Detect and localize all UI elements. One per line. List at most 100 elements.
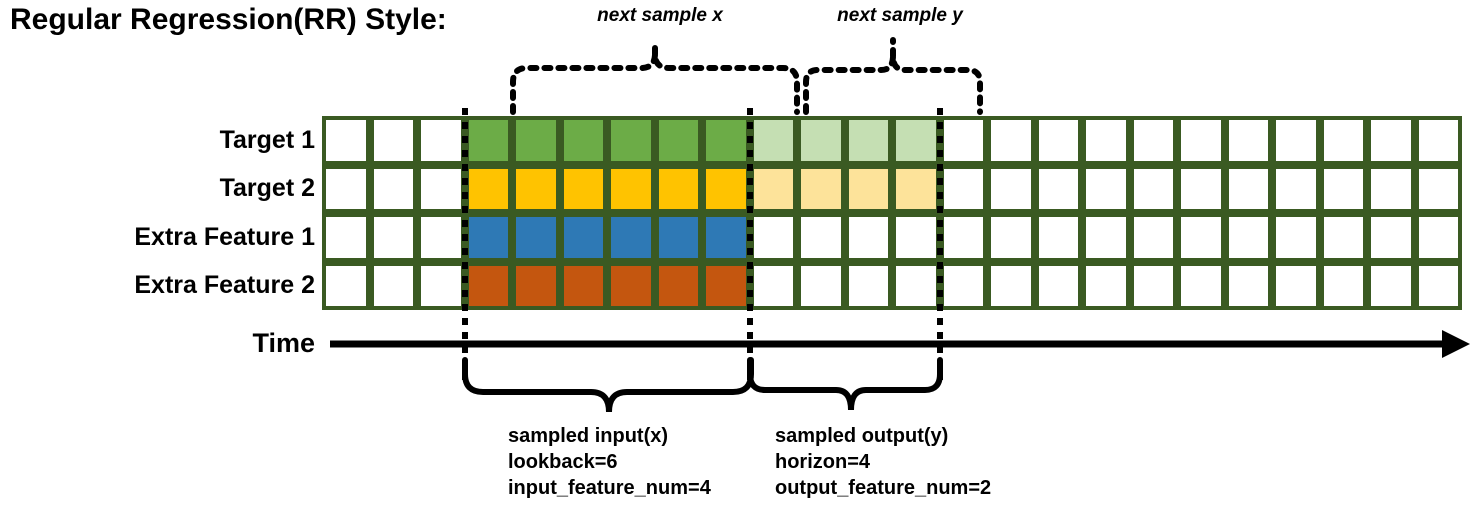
grid-cell-output (848, 120, 888, 161)
grid-cell-empty (1181, 120, 1221, 161)
grid-cell-input (516, 217, 556, 258)
grid-cell-input (516, 168, 556, 209)
grid-cell-empty (991, 120, 1031, 161)
sampled-input-title: sampled input(x) (508, 425, 669, 447)
sampled-output-feature-num: output_feature_num=2 (775, 477, 992, 499)
grid-cell-input (563, 217, 603, 258)
grid-cell-empty (373, 265, 413, 306)
grid-cell-input (706, 120, 746, 161)
grid-cell-empty (1086, 120, 1126, 161)
grid-cell-empty (943, 168, 983, 209)
grid-cell-empty (1133, 120, 1173, 161)
grid-cell-input (516, 120, 556, 161)
grid-cell-empty (421, 265, 461, 306)
grid-cell-output (753, 168, 793, 209)
grid-cell-output (753, 120, 793, 161)
grid-cell-empty (1038, 217, 1078, 258)
grid-cell-empty (1133, 265, 1173, 306)
sampled-output-horizon: horizon=4 (775, 451, 871, 473)
grid-cell-empty (421, 120, 461, 161)
grid-cell-empty (1086, 217, 1126, 258)
grid-cell-empty (848, 265, 888, 306)
grid-cell-input (706, 217, 746, 258)
grid-cell-empty (1276, 168, 1316, 209)
row-label-target-2: Target 2 (219, 174, 315, 202)
grid-cell-empty (1323, 120, 1363, 161)
grid-cell-empty (753, 217, 793, 258)
grid-cell-input (611, 168, 651, 209)
grid-cell-input (468, 168, 508, 209)
time-axis-arrow (330, 330, 1470, 358)
grid-cell-empty (1181, 168, 1221, 209)
grid-cell-empty (896, 217, 936, 258)
grid-cell-empty (1228, 217, 1268, 258)
grid-cell-empty (1323, 217, 1363, 258)
grid-row (322, 116, 1462, 165)
grid-cell-input (611, 217, 651, 258)
grid-cell-output (896, 168, 936, 209)
grid-cell-empty (1038, 168, 1078, 209)
grid-cell-empty (1418, 120, 1458, 161)
page-title: Regular Regression(RR) Style: (10, 3, 447, 36)
grid-cell-empty (753, 265, 793, 306)
grid-cell-empty (801, 217, 841, 258)
sampled-input-lookback: lookback=6 (508, 451, 618, 473)
grid-cell-input (468, 217, 508, 258)
brace-next-sample-x (510, 37, 800, 115)
grid-cell-output (848, 168, 888, 209)
grid-cell-input (706, 168, 746, 209)
brace-sampled-input (462, 357, 754, 413)
grid-cell-input (658, 120, 698, 161)
grid-cell-empty (1228, 168, 1268, 209)
grid-cell-empty (1228, 120, 1268, 161)
grid-row (322, 165, 1462, 214)
grid-cell-empty (991, 168, 1031, 209)
grid-cell-empty (1276, 217, 1316, 258)
annotation-sampled-output: sampled output(y) horizon=4 output_featu… (775, 423, 991, 501)
grid-cell-empty (373, 168, 413, 209)
grid-cell-empty (1228, 265, 1268, 306)
grid-cell-empty (1371, 168, 1411, 209)
grid-cell-empty (1323, 168, 1363, 209)
grid-cell-input (611, 265, 651, 306)
time-axis-label: Time (252, 328, 315, 358)
brace-next-sample-y (803, 37, 983, 115)
grid-cell-empty (943, 265, 983, 306)
grid-row (322, 262, 1462, 311)
grid-cell-empty (1181, 265, 1221, 306)
row-label-target-1: Target 1 (219, 126, 315, 154)
grid-cell-output (801, 120, 841, 161)
grid-cell-empty (326, 120, 366, 161)
grid-cell-empty (1086, 168, 1126, 209)
grid-cell-empty (326, 265, 366, 306)
grid-cell-input (563, 168, 603, 209)
brace-sampled-output (747, 357, 943, 411)
grid-cell-empty (421, 168, 461, 209)
grid-cell-input (563, 265, 603, 306)
grid-cell-empty (1418, 217, 1458, 258)
grid-cell-empty (943, 217, 983, 258)
grid-cell-input (468, 120, 508, 161)
grid-cell-empty (1181, 217, 1221, 258)
grid-cell-empty (1038, 265, 1078, 306)
grid-cell-empty (1371, 120, 1411, 161)
grid-cell-output (801, 168, 841, 209)
grid-cell-empty (991, 217, 1031, 258)
grid-cell-empty (373, 120, 413, 161)
grid-cell-empty (896, 265, 936, 306)
grid-cell-empty (1323, 265, 1363, 306)
grid-cell-empty (1086, 265, 1126, 306)
timeseries-grid (322, 116, 1462, 310)
annotation-next-sample-x: next sample x (597, 5, 723, 26)
row-label-column: Target 1 Target 2 Extra Feature 1 Extra … (10, 116, 315, 310)
grid-cell-empty (848, 217, 888, 258)
grid-cell-empty (943, 120, 983, 161)
grid-cell-empty (1418, 265, 1458, 306)
sampled-input-feature-num: input_feature_num=4 (508, 477, 711, 499)
grid-cell-empty (991, 265, 1031, 306)
grid-cell-empty (1276, 120, 1316, 161)
grid-cell-empty (373, 217, 413, 258)
grid-cell-empty (1276, 265, 1316, 306)
row-label-extra-feature-2: Extra Feature 2 (134, 271, 315, 299)
grid-cell-input (563, 120, 603, 161)
